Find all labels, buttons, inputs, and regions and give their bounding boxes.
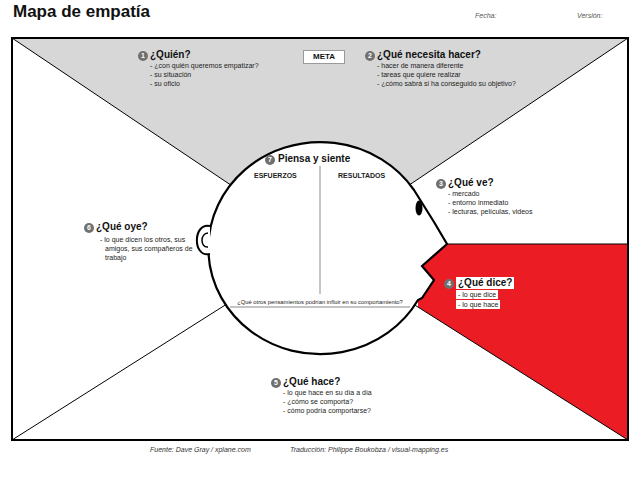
section-heading: Piensa y siente bbox=[278, 153, 350, 165]
column-heading: ESFUERZOS bbox=[254, 171, 297, 180]
section-item: - lecturas, películas, videos bbox=[448, 207, 532, 216]
section-item: - cómo podría comportarse? bbox=[283, 406, 371, 415]
section-item: - su situación bbox=[150, 70, 191, 79]
quien-section: ¿Quién?- ¿con quién queremos empatizar?-… bbox=[150, 49, 259, 88]
form-field: Versión: bbox=[577, 12, 602, 19]
section-item: - su oficio bbox=[150, 79, 180, 88]
need-section: ¿Qué necesita hacer?- hacer de manera di… bbox=[377, 49, 516, 88]
section-heading: ¿Qué dice? bbox=[456, 277, 514, 289]
section-item: - mercado bbox=[448, 189, 480, 198]
callout-number: 5 bbox=[271, 378, 281, 388]
section-heading: ¿Qué necesita hacer? bbox=[377, 49, 481, 61]
say-section: ¿Qué dice?- lo que dice- lo que hace bbox=[456, 277, 514, 310]
do-section: ¿Qué hace?- lo que hace en su día a día-… bbox=[283, 376, 372, 415]
goal-box: META bbox=[303, 50, 345, 64]
callout-number: 7 bbox=[265, 155, 275, 165]
map-frame bbox=[12, 38, 628, 440]
section-item: - lo que dicen los otros, sus amigos, su… bbox=[100, 235, 193, 262]
source-note: Fuente: Dave Gray / xplane.com bbox=[150, 446, 251, 453]
ear-inner bbox=[202, 233, 208, 247]
column-heading: RESULTADOS bbox=[338, 171, 385, 180]
form-field: Fecha: bbox=[475, 12, 496, 19]
callout-number: 6 bbox=[84, 223, 94, 233]
thought-divider bbox=[320, 166, 321, 294]
section-item: - lo que hace en su día a día bbox=[283, 388, 372, 397]
goal-label: META bbox=[313, 52, 335, 62]
red-panel bbox=[418, 244, 628, 440]
map-title: Mapa de empatía bbox=[13, 2, 150, 22]
callout-number: 2 bbox=[365, 51, 375, 61]
thought-divider bbox=[230, 307, 410, 308]
thought-question: ¿Qué otros pensamientos podrían influir … bbox=[237, 298, 403, 306]
section-heading: ¿Qué oye? bbox=[96, 221, 148, 233]
translation-note: Traducción: Philippe Boukobza / visual-m… bbox=[290, 446, 448, 453]
callout-number: 1 bbox=[138, 51, 148, 61]
head-outline bbox=[192, 138, 450, 358]
section-item: - tareas que quiere realizar bbox=[377, 70, 461, 79]
callout-number: 3 bbox=[436, 179, 446, 189]
section-heading: ¿Qué hace? bbox=[283, 376, 340, 388]
section-item: - entorno inmediato bbox=[448, 198, 508, 207]
section-item: - ¿cómo sabrá si ha conseguido su objeti… bbox=[377, 79, 516, 88]
section-item: - lo que dice bbox=[456, 290, 498, 299]
see-section: ¿Qué ve?- mercado- entorno inmediato- le… bbox=[448, 177, 532, 216]
section-item: - hacer de manera diferente bbox=[377, 61, 463, 70]
section-item: - ¿cómo se comporta? bbox=[283, 397, 353, 406]
section-heading: ¿Quién? bbox=[150, 49, 191, 61]
section-item: - ¿con quién queremos empatizar? bbox=[150, 61, 259, 70]
eye bbox=[416, 201, 423, 216]
callout-number: 4 bbox=[444, 279, 454, 289]
ear bbox=[197, 226, 210, 255]
section-heading: ¿Qué ve? bbox=[448, 177, 494, 189]
hear-section: ¿Qué oye? - lo que dicen los otros, sus a… bbox=[96, 221, 193, 262]
divider-line bbox=[447, 244, 628, 245]
head-node: Piensa y sienteESFUERZOS RESULTADOS ¿Qué o… bbox=[192, 138, 450, 358]
head-shape bbox=[208, 142, 447, 354]
section-item: - lo que hace bbox=[456, 300, 500, 309]
